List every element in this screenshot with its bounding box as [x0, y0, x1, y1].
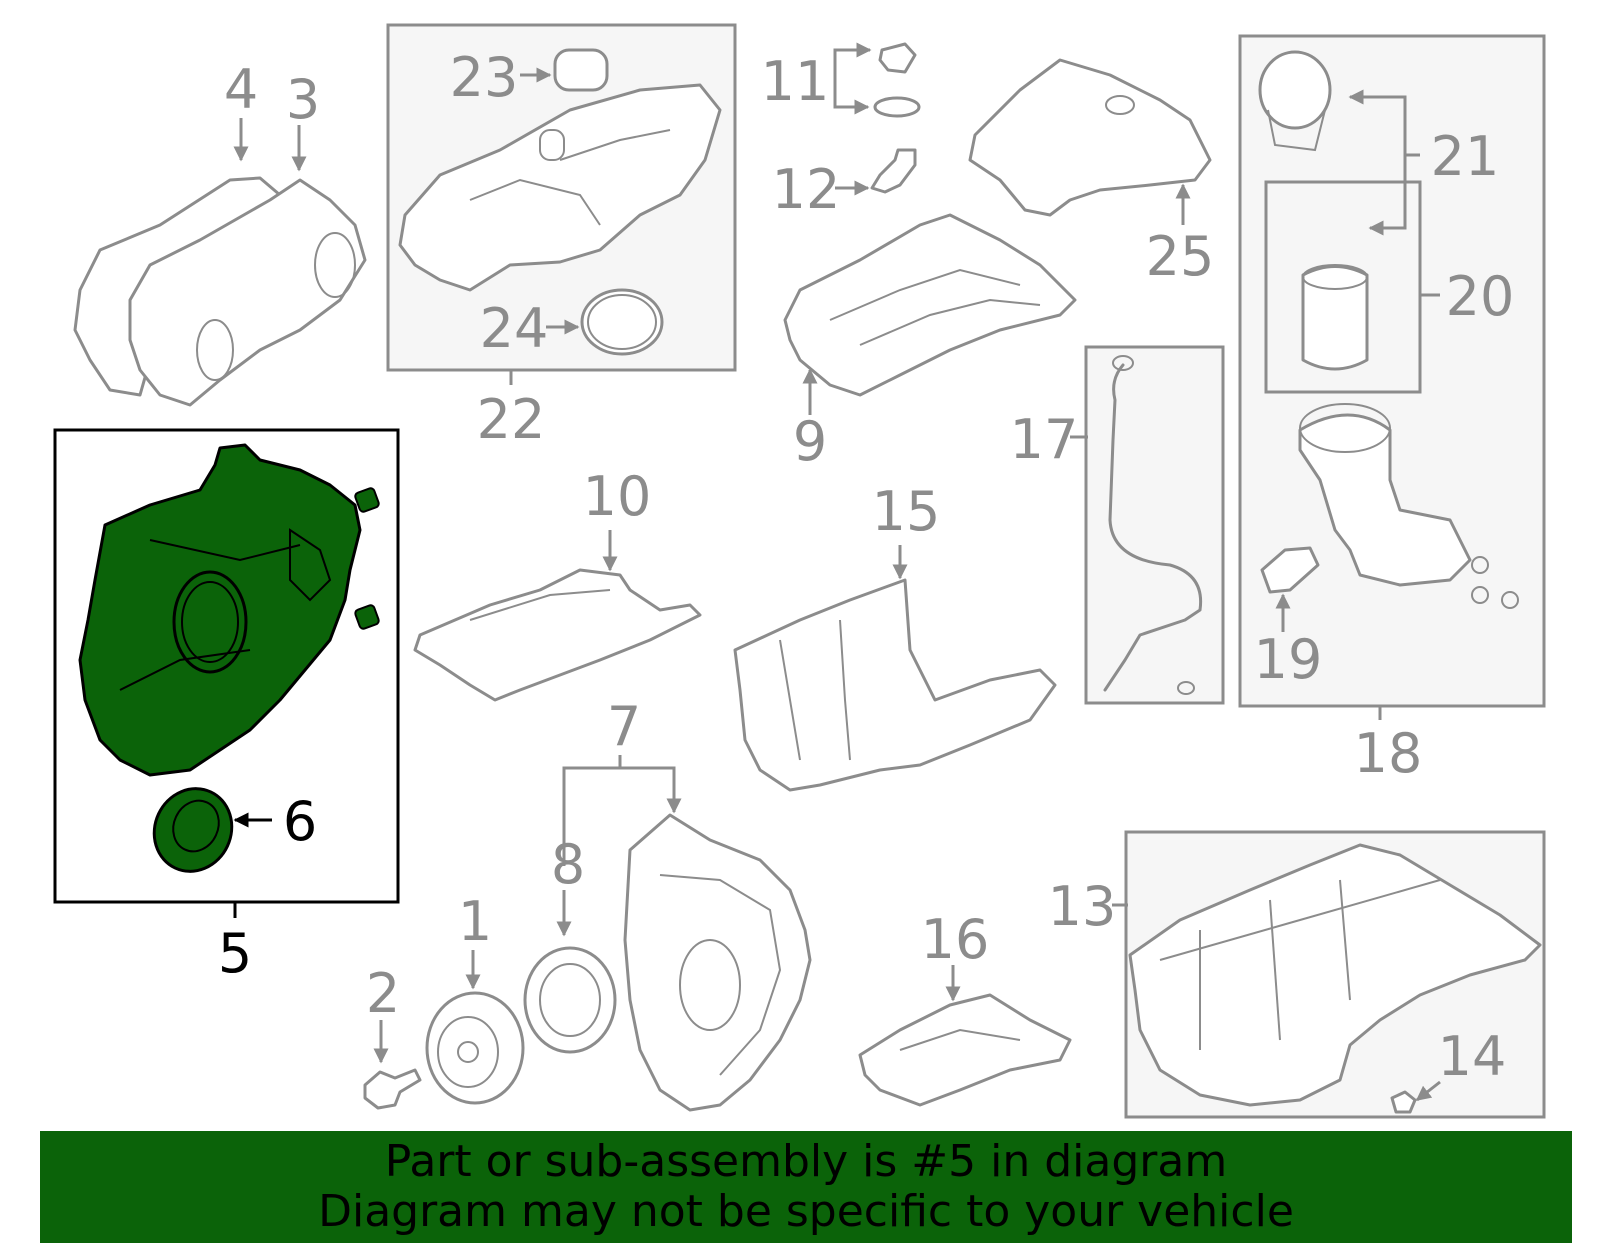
callout-19[interactable]: 19 — [1254, 628, 1323, 691]
part-1-pulley[interactable] — [425, 991, 525, 1105]
callout-3[interactable]: 3 — [286, 68, 320, 131]
part-8-seal[interactable] — [523, 946, 617, 1054]
part-7-timing-cover[interactable] — [623, 813, 812, 1112]
callout-17[interactable]: 17 — [1010, 408, 1079, 471]
part-14-drain-plug[interactable] — [1390, 1090, 1417, 1114]
callout-22[interactable]: 22 — [477, 388, 546, 451]
part-9-cylinder-head[interactable] — [783, 213, 1077, 397]
part-11-sensor[interactable] — [873, 42, 921, 118]
part-15-baffle[interactable] — [733, 578, 1057, 792]
part-3-cover[interactable] — [128, 178, 367, 407]
part-22-intake-manifold[interactable] — [398, 83, 722, 292]
part-21-filter-cap[interactable] — [1258, 50, 1332, 152]
part-18-filter-housing[interactable] — [1298, 403, 1519, 609]
callout-13[interactable]: 13 — [1048, 875, 1117, 938]
box-17 — [1084, 345, 1225, 705]
part-5-front-cover[interactable] — [78, 443, 362, 777]
callout-21[interactable]: 21 — [1431, 125, 1500, 188]
callout-5[interactable]: 5 — [218, 922, 252, 985]
callout-8[interactable]: 8 — [551, 833, 585, 896]
callout-12[interactable]: 12 — [772, 158, 841, 221]
part-13-oil-pan[interactable] — [1128, 843, 1542, 1107]
callout-23[interactable]: 23 — [450, 46, 519, 109]
part-12-fitting[interactable] — [870, 148, 917, 194]
part-16-baffle[interactable] — [858, 993, 1072, 1107]
callout-16[interactable]: 16 — [921, 908, 990, 971]
part-2-bolt[interactable] — [363, 1068, 422, 1110]
callout-7[interactable]: 7 — [607, 695, 641, 758]
part-19-sensor[interactable] — [1260, 546, 1320, 594]
banner-line-1: Part or sub-assembly is #5 in diagram — [384, 1136, 1228, 1187]
part-23-seal[interactable] — [553, 48, 609, 92]
banner-line-2: Diagram may not be specific to your vehi… — [318, 1186, 1294, 1237]
part-24-ring-gasket[interactable] — [580, 288, 664, 356]
callout-1[interactable]: 1 — [458, 890, 492, 953]
callout-4[interactable]: 4 — [224, 58, 258, 121]
callout-24[interactable]: 24 — [480, 297, 549, 360]
callout-2[interactable]: 2 — [366, 962, 400, 1025]
callout-11[interactable]: 11 — [761, 50, 830, 113]
callout-18[interactable]: 18 — [1354, 722, 1423, 785]
part-20-filter-element[interactable] — [1301, 264, 1369, 371]
part-17-dipstick[interactable] — [1103, 355, 1203, 695]
part-10-gasket[interactable] — [413, 568, 702, 702]
part-5-dowel-pins[interactable] — [354, 487, 380, 630]
callout-14[interactable]: 14 — [1438, 1025, 1507, 1088]
part-6-seal[interactable] — [141, 776, 245, 884]
disclaimer-banner: Part or sub-assembly is #5 in diagram Di… — [40, 1131, 1572, 1243]
callout-6[interactable]: 6 — [283, 790, 317, 853]
callout-20[interactable]: 20 — [1446, 265, 1515, 328]
callout-25[interactable]: 25 — [1146, 225, 1215, 288]
part-25-cover[interactable] — [968, 58, 1212, 217]
callout-15[interactable]: 15 — [872, 480, 941, 543]
callout-9[interactable]: 9 — [793, 410, 827, 473]
callout-10[interactable]: 10 — [583, 465, 652, 528]
